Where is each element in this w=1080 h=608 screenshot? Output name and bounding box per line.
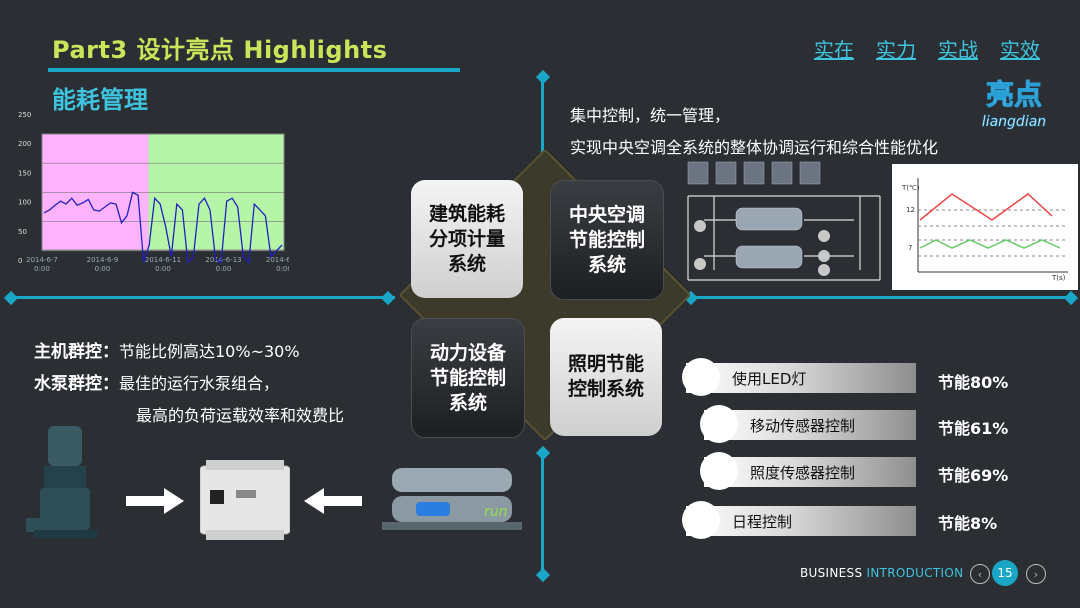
tagline-item[interactable]: 实在 (814, 38, 854, 62)
center-box-label: 照明节能 控制系统 (567, 353, 644, 400)
chart-xtick: 0:00 (155, 265, 171, 273)
page-title: Part3 设计亮点 Highlights (52, 36, 388, 64)
pump-text: 最佳的运行水泵组合， (119, 374, 280, 393)
chart-ytick: 150 (18, 169, 31, 177)
tagline-item[interactable]: 实战 (938, 38, 978, 62)
svg-text:亮点: 亮点 (986, 78, 1042, 111)
footer-text-accent: INTRODUCTION (866, 566, 964, 580)
chart-xtick: 0:00 (34, 265, 50, 273)
divider-node (380, 290, 396, 306)
chart-xtick: 0:00 (276, 265, 289, 273)
arrow-left-icon (304, 488, 362, 514)
footer-label: BUSINESS INTRODUCTION (800, 566, 963, 580)
tagline-item[interactable]: 实效 (1000, 38, 1040, 62)
hvac-schematic (684, 160, 884, 290)
section-title: 能耗管理 (52, 86, 148, 114)
pump-text: 最高的负荷运载效率和效费比 (136, 406, 345, 425)
center-box-label: 中央空调 节能控制 系统 (568, 203, 645, 276)
chart-xtick: 0:00 (95, 265, 111, 273)
pump-image (26, 422, 106, 542)
lighting-label: 移动传感器控制 (704, 410, 916, 440)
title-underline (48, 68, 460, 72)
divider-node (535, 567, 551, 583)
divider-left (10, 296, 395, 299)
divider-node (1063, 290, 1079, 306)
chart-xtick: 2014-6-15 (266, 256, 289, 264)
chart-xtick: 2014-6-11 (145, 256, 181, 264)
hvac-line: 实现中央空调全系统的整体协调运行和综合性能优化 (570, 138, 939, 157)
pump-description: 主机群控：节能比例高达10%~30% 水泵群控：最佳的运行水泵组合， 最高的负荷… (34, 336, 344, 432)
center-box-lighting[interactable]: 照明节能 控制系统 (550, 318, 662, 436)
sine-x-label: T(s) (1051, 274, 1066, 282)
center-box-label: 动力设备 节能控制 系统 (429, 341, 506, 414)
tagline-item[interactable]: 实力 (876, 38, 916, 62)
sine-tick: 12 (906, 206, 915, 214)
lighting-percent: 节能80% (938, 373, 1009, 392)
divider-top (541, 76, 544, 170)
arrow-right-icon (126, 488, 184, 514)
divider-node (535, 69, 551, 85)
center-box-hvac[interactable]: 中央空调 节能控制 系统 (550, 180, 664, 300)
prev-icon[interactable]: ‹ (970, 564, 990, 584)
sine-tick: 7 (908, 244, 912, 252)
bullet-circle (682, 501, 720, 539)
divider-node (3, 290, 19, 306)
center-box-label: 建筑能耗 分项计量 系统 (428, 202, 505, 275)
chart-ytick: 250 (18, 111, 31, 119)
host-text: 节能比例高达10%~30% (119, 342, 300, 361)
divider-node (535, 445, 551, 461)
sine-y-label: T(℃) (901, 184, 920, 192)
divider-bottom (541, 452, 544, 576)
pump-label: 水泵群控： (34, 374, 119, 394)
lighting-label: 使用LED灯 (686, 363, 916, 393)
chiller-image: run (382, 462, 522, 534)
lighting-item[interactable]: 照度传感器控制 (700, 452, 916, 490)
hvac-description: 集中控制，统一管理， 实现中央空调全系统的整体协调运行和综合性能优化 (570, 100, 938, 164)
center-diamond: 建筑能耗 分项计量 系统 中央空调 节能控制 系统 动力设备 节能控制 系统 照… (400, 150, 690, 440)
chart-ytick: 100 (18, 199, 31, 207)
lighting-percent: 节能61% (938, 419, 1009, 438)
bullet-circle (682, 358, 720, 396)
svg-text:liangdian: liangdian (982, 114, 1046, 130)
center-box-power[interactable]: 动力设备 节能控制 系统 (411, 318, 525, 438)
run-label: run (484, 504, 508, 520)
bullet-circle (700, 452, 738, 490)
chart-region (148, 134, 284, 250)
plc-controller-image (199, 460, 291, 540)
bullet-circle (700, 405, 738, 443)
chart-ytick: 0 (18, 257, 22, 265)
temperature-curve: T(℃) 12 7 T(s) (892, 164, 1078, 290)
hvac-line: 集中控制，统一管理， (570, 106, 731, 125)
chart-xtick: 2014-6-13 (205, 256, 241, 264)
host-label: 主机群控： (34, 342, 119, 362)
chart-region (42, 134, 149, 250)
divider-right (690, 296, 1075, 299)
chart-xtick: 2014-6-7 (26, 256, 58, 264)
lighting-percent: 节能69% (938, 466, 1009, 485)
chart-series-line (43, 191, 283, 265)
logo: 亮点 liangdian (978, 72, 1050, 134)
lighting-label: 日程控制 (686, 506, 916, 536)
lighting-item[interactable]: 日程控制 (682, 501, 916, 539)
chart-xtick: 2014-6-9 (87, 256, 119, 264)
tagline: 实在 实力 实战 实效 (814, 34, 1040, 63)
lighting-percent: 节能8% (938, 514, 998, 533)
footer-text: BUSINESS (800, 566, 867, 580)
page-number: 15 (992, 560, 1018, 586)
lighting-item[interactable]: 移动传感器控制 (700, 405, 916, 443)
chart-xtick: 0:00 (216, 265, 232, 273)
chart-ytick: 50 (18, 228, 27, 236)
lighting-item[interactable]: 使用LED灯 (682, 358, 916, 396)
lighting-label: 照度传感器控制 (704, 457, 916, 487)
chart-ytick: 200 (18, 140, 31, 148)
next-icon[interactable]: › (1026, 564, 1046, 584)
center-box-building-energy[interactable]: 建筑能耗 分项计量 系统 (411, 180, 523, 298)
